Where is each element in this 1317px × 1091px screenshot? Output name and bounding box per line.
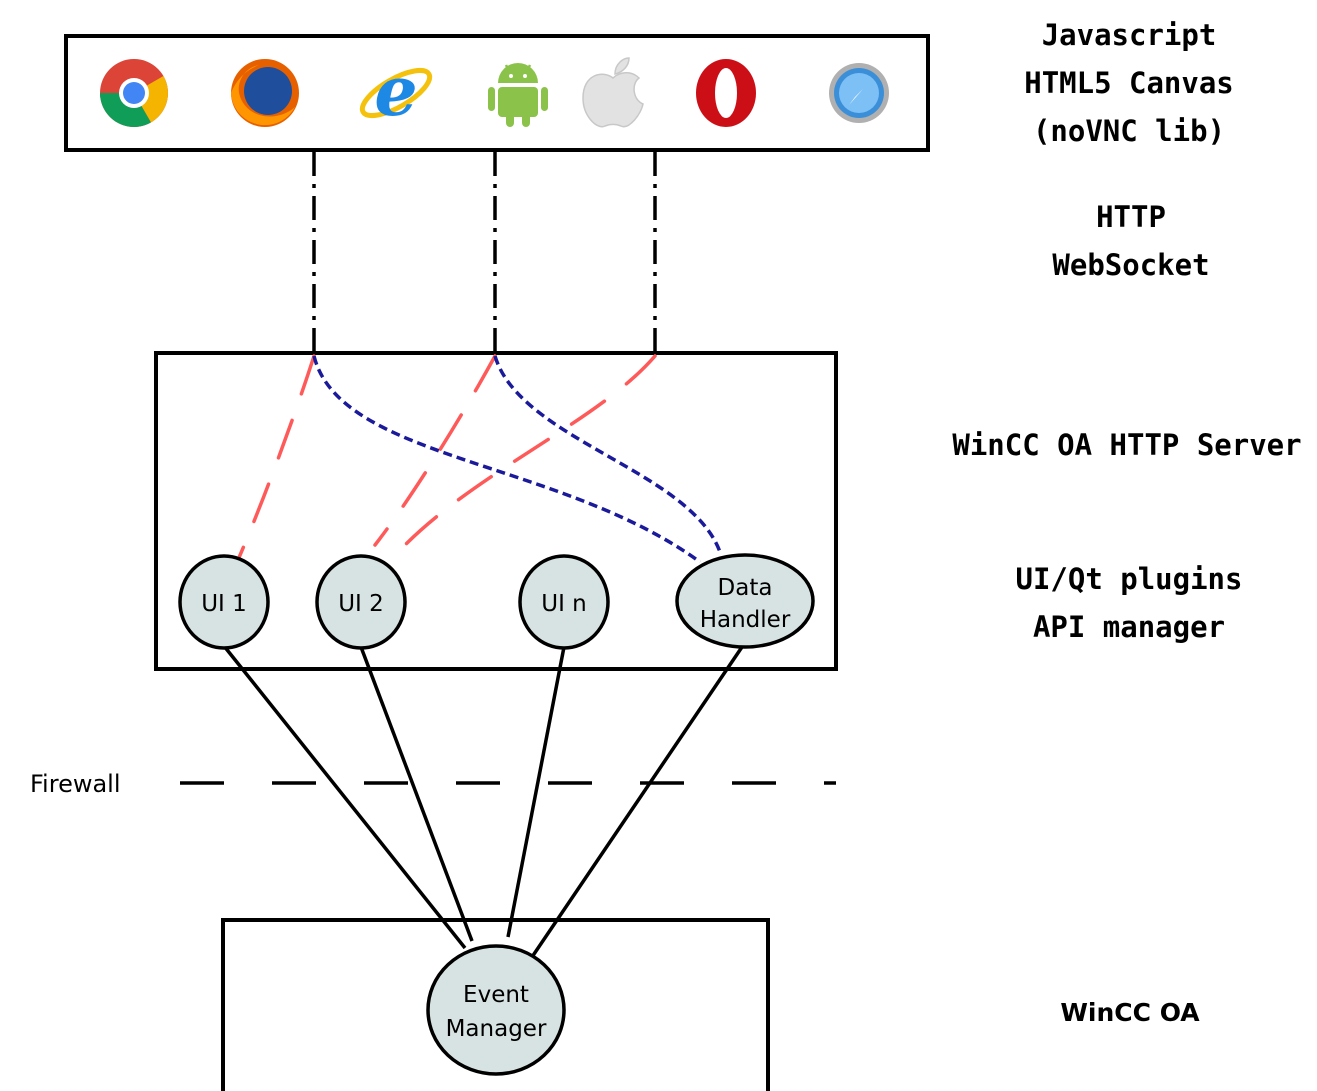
layer-plugins-line-1: UI/Qt plugins	[1016, 562, 1243, 596]
connection-line	[506, 646, 566, 938]
layer-transport-line-2: WebSocket	[1052, 248, 1209, 282]
layer-server-label: WinCC OA HTTP Server	[952, 428, 1301, 462]
layer-browser-line-2: HTML5 Canvas	[1024, 66, 1234, 100]
ui-n-node: UI n	[518, 554, 610, 650]
ui-link	[403, 354, 657, 547]
firefox-icon	[231, 59, 299, 127]
svg-text:e: e	[374, 52, 417, 132]
ui-1-label: UI 1	[201, 591, 247, 617]
ui-2-label: UI 2	[338, 591, 384, 617]
safari-icon	[829, 63, 889, 123]
layer-core-label: WinCC OA	[1060, 998, 1200, 1027]
android-icon	[488, 63, 548, 127]
ui-link	[373, 354, 497, 547]
ui-2-node: UI 2	[315, 554, 407, 650]
layer-browser-line-1: Javascript	[1042, 18, 1217, 52]
data-link	[493, 355, 722, 553]
data-handler-label-2: Handler	[700, 607, 791, 633]
connection-line	[530, 646, 744, 958]
http-server-box	[154, 351, 838, 671]
layer-browser-line-3: (noVNC lib)	[1033, 114, 1225, 148]
layer-plugins-line-2: API manager	[1033, 610, 1225, 644]
event-manager-node: Event Manager	[426, 944, 566, 1076]
ui-link	[236, 354, 316, 562]
wincc-oa-box	[221, 918, 770, 1091]
opera-icon	[696, 59, 756, 127]
chrome-icon	[100, 59, 168, 127]
internet-explorer-icon: e	[359, 52, 433, 132]
data-handler-node: Data Handler	[675, 553, 815, 649]
connection-line	[359, 646, 474, 942]
data-handler-label-1: Data	[718, 575, 773, 601]
data-link	[312, 355, 702, 564]
browser-box	[64, 34, 930, 152]
ui-1-node: UI 1	[178, 554, 270, 650]
apple-icon	[582, 57, 644, 128]
event-manager-label-1: Event	[463, 982, 529, 1008]
ui-n-label: UI n	[541, 591, 587, 617]
connection-line	[222, 644, 467, 950]
event-manager-label-2: Manager	[446, 1016, 547, 1042]
layer-transport-line-1: HTTP	[1096, 200, 1166, 234]
firewall-label: Firewall	[30, 770, 121, 798]
